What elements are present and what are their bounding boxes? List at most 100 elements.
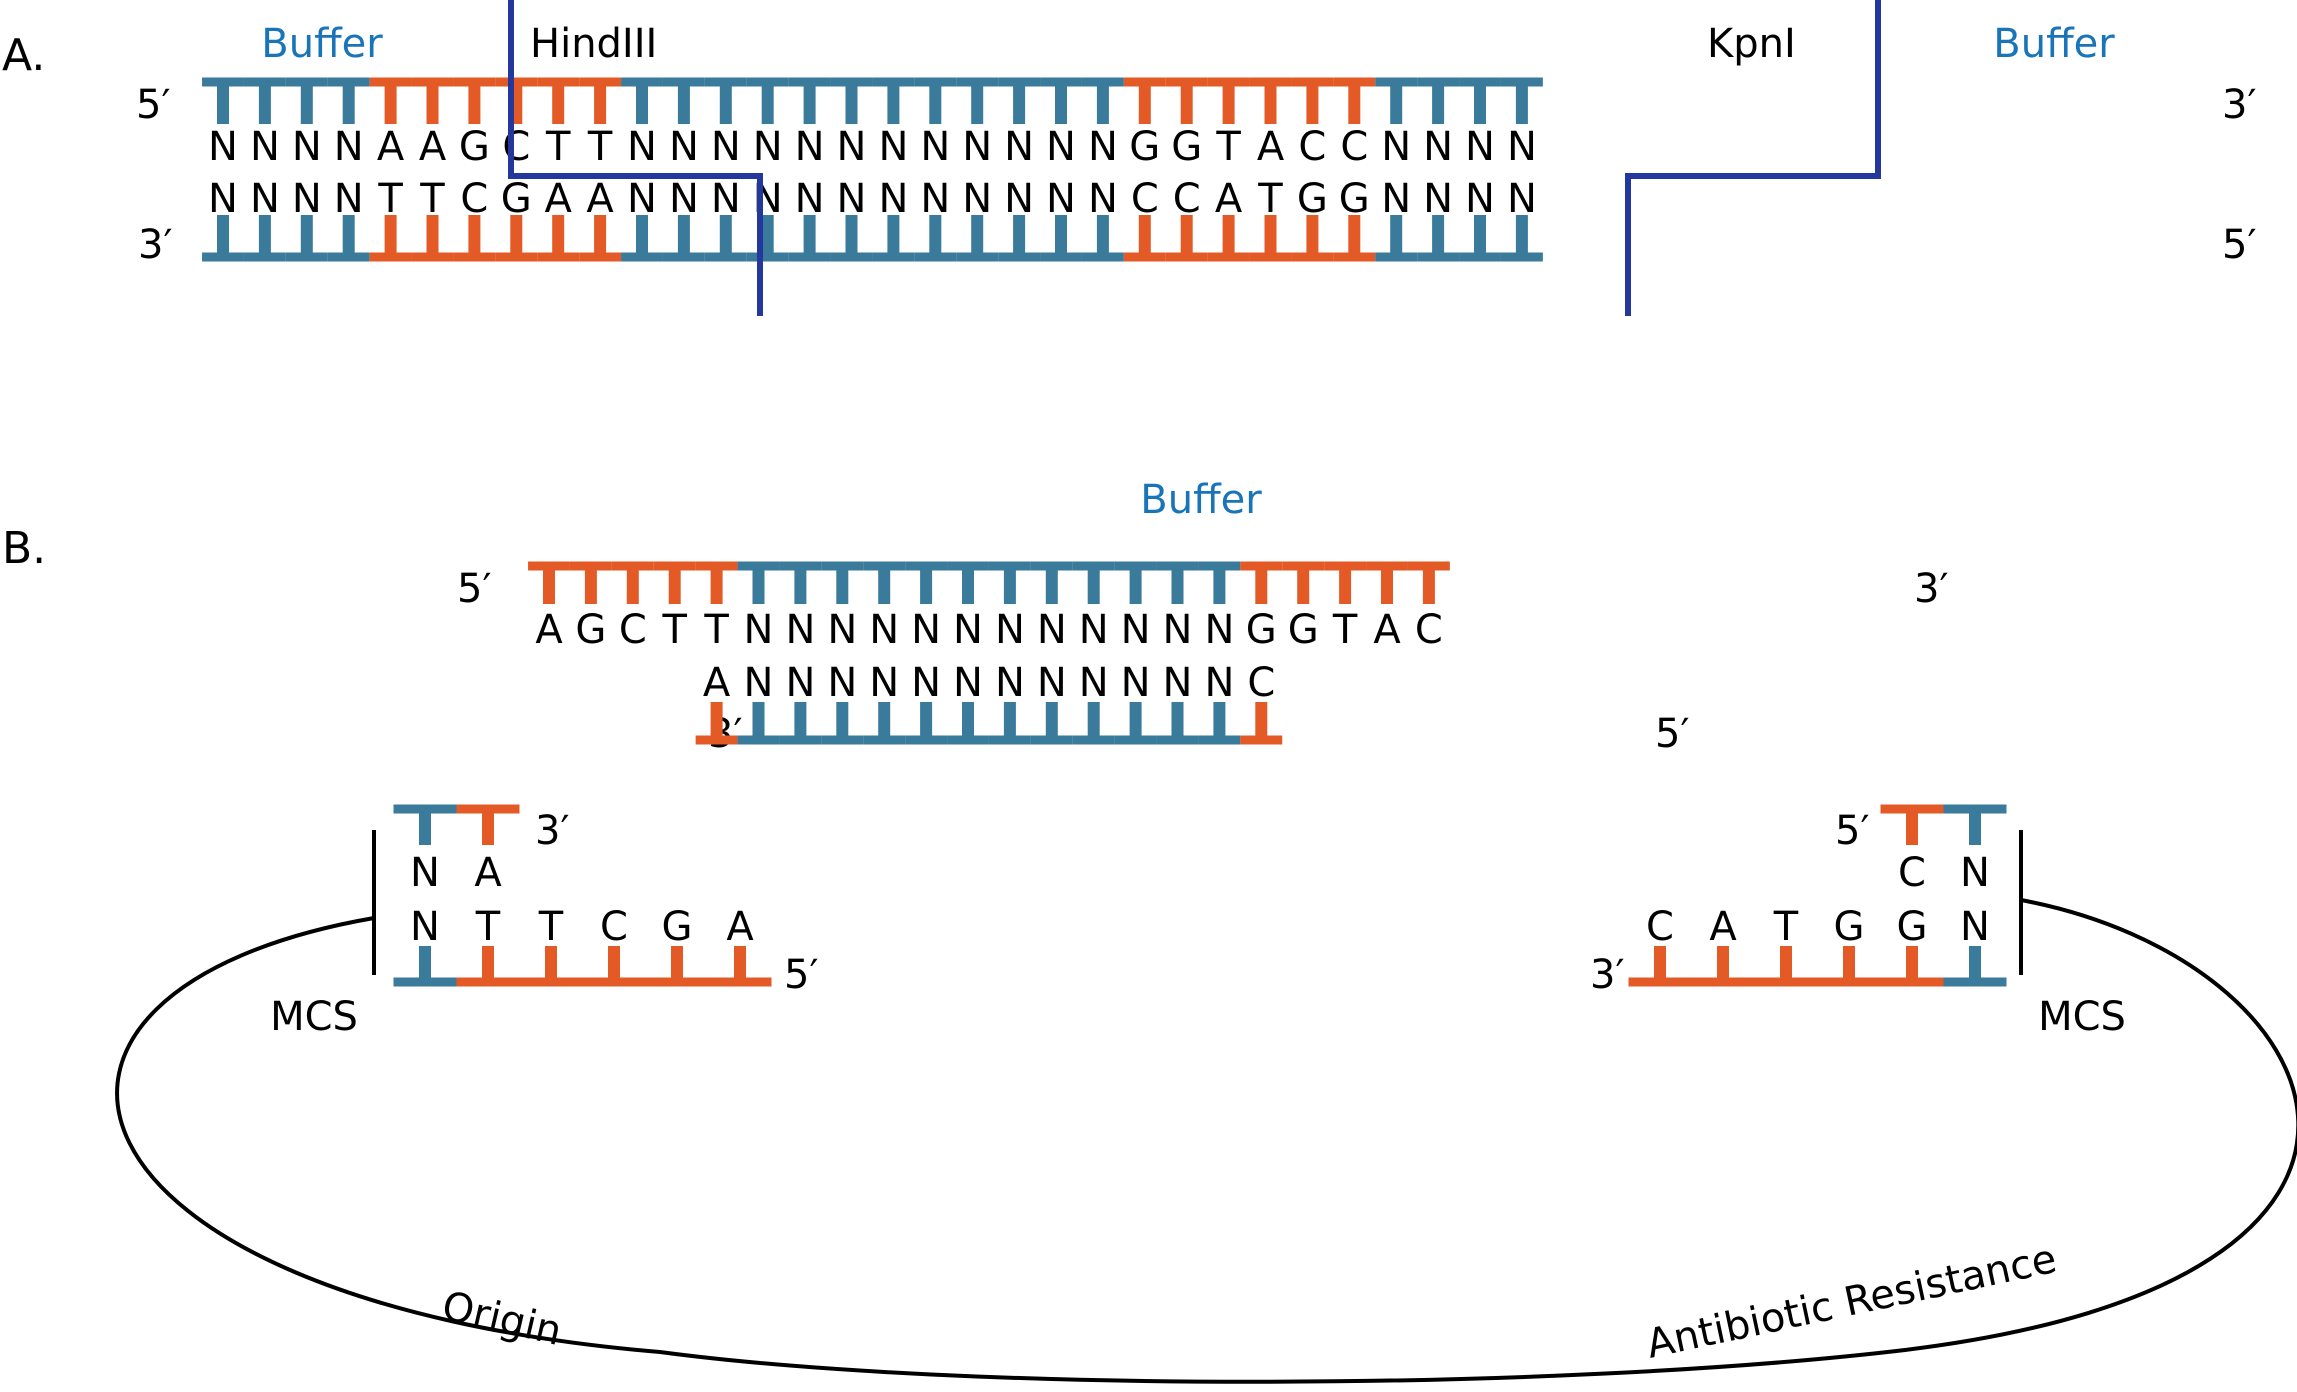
insert-top-3prime: 3′	[1914, 566, 1949, 612]
a-bottom-base-4: T	[377, 176, 403, 222]
insert-top-base-3: T	[661, 607, 687, 653]
insert-bottom-base-10: N	[1121, 660, 1151, 706]
a-top-base-27: C	[1340, 124, 1368, 170]
a-top-base-17: N	[920, 124, 950, 170]
a-top-base-12: N	[711, 124, 741, 170]
a-top-base-8: T	[545, 124, 571, 170]
insert-bottom-base-4: N	[869, 660, 899, 706]
vector-right-bottom-base-3: G	[1834, 904, 1865, 950]
insert-top-base-21: C	[1415, 607, 1443, 653]
insert-top-base-8: N	[869, 607, 899, 653]
insert-bottom-base-12: N	[1204, 660, 1234, 706]
a-top-base-16: N	[878, 124, 908, 170]
kpni-enzyme-label: KpnI	[1707, 21, 1796, 67]
insert-top-base-18: G	[1288, 607, 1319, 653]
a-top-base-23: G	[1171, 124, 1202, 170]
panel-a-bottom-3prime: 3′	[138, 222, 173, 268]
a-top-base-1: N	[250, 124, 280, 170]
plasmid-backbone	[115, 898, 2297, 1384]
vector-right-bottom-base-4: G	[1897, 904, 1928, 950]
insert-bottom-base-8: N	[1037, 660, 1067, 706]
a-bottom-base-25: T	[1257, 176, 1283, 222]
a-bottom-base-0: N	[208, 176, 238, 222]
a-top-base-2: N	[292, 124, 322, 170]
panel-a-bottom-5prime: 5′	[2222, 222, 2257, 268]
a-bottom-base-14: N	[795, 176, 825, 222]
panel-b-buffer-label: Buffer	[1140, 477, 1262, 523]
a-top-base-4: A	[377, 124, 405, 170]
a-bottom-base-6: C	[460, 176, 488, 222]
insert-top-base-1: G	[575, 607, 606, 653]
a-bottom-base-17: N	[920, 176, 950, 222]
a-bottom-base-9: A	[586, 176, 614, 222]
insert-top-base-14: N	[1121, 607, 1151, 653]
a-bottom-base-7: G	[501, 176, 532, 222]
a-top-base-13: N	[753, 124, 783, 170]
insert-top-base-19: T	[1332, 607, 1358, 653]
vector-left-5prime: 5′	[784, 952, 819, 998]
a-bottom-base-1: N	[250, 176, 280, 222]
insert-top-base-6: N	[785, 607, 815, 653]
a-top-base-22: G	[1129, 124, 1160, 170]
a-bottom-base-18: N	[962, 176, 992, 222]
a-top-base-28: N	[1381, 124, 1411, 170]
panel-b-label: B.	[2, 523, 46, 574]
a-bottom-base-28: N	[1381, 176, 1411, 222]
a-bottom-base-22: C	[1131, 176, 1159, 222]
a-bottom-base-10: N	[627, 176, 657, 222]
insert-top-base-20: A	[1373, 607, 1401, 653]
insert-top-base-11: N	[995, 607, 1025, 653]
a-bottom-base-12: N	[711, 176, 741, 222]
insert-top-base-16: N	[1204, 607, 1234, 653]
hindiii-cut-line	[508, 0, 763, 316]
a-top-base-5: A	[419, 124, 447, 170]
vector-right-top-base-0: C	[1898, 850, 1926, 896]
a-bottom-base-8: A	[545, 176, 573, 222]
a-top-base-3: N	[334, 124, 364, 170]
a-top-base-18: N	[962, 124, 992, 170]
insert-top-base-0: A	[535, 607, 563, 653]
a-top-base-19: N	[1004, 124, 1034, 170]
a-top-base-11: N	[669, 124, 699, 170]
panel-a-left-buffer-label: Buffer	[261, 21, 383, 67]
a-bottom-base-5: T	[419, 176, 445, 222]
insert-bottom-base-9: N	[1079, 660, 1109, 706]
a-bottom-base-2: N	[292, 176, 322, 222]
vector-left-bottom-base-4: G	[662, 904, 693, 950]
insert-bottom-base-1: N	[744, 660, 774, 706]
a-top-base-26: C	[1298, 124, 1326, 170]
a-bottom-base-30: N	[1465, 176, 1495, 222]
a-top-base-6: G	[459, 124, 490, 170]
panel-a-top-5prime: 5′	[136, 82, 171, 128]
vector-left-bottom-base-0: N	[410, 904, 440, 950]
a-top-base-0: N	[208, 124, 238, 170]
right-mcs-label: MCS	[2038, 994, 2126, 1040]
insert-top-base-17: G	[1246, 607, 1277, 653]
a-bottom-base-26: G	[1297, 176, 1328, 222]
insert-bottom-base-3: N	[827, 660, 857, 706]
insert-top-5prime: 5′	[457, 566, 492, 612]
a-top-base-15: N	[837, 124, 867, 170]
panel-a-label: A.	[2, 30, 45, 81]
vector-right-3prime: 3′	[1590, 952, 1625, 998]
left-mcs-label: MCS	[270, 994, 358, 1040]
a-bottom-base-19: N	[1004, 176, 1034, 222]
insert-top-base-9: N	[911, 607, 941, 653]
vector-left-top-base-1: A	[474, 850, 502, 896]
a-bottom-base-29: N	[1423, 176, 1453, 222]
vector-left-bottom-base-1: T	[475, 904, 501, 950]
insert-bottom-base-2: N	[785, 660, 815, 706]
a-bottom-base-15: N	[837, 176, 867, 222]
insert-top-base-12: N	[1037, 607, 1067, 653]
insert-bottom-base-0: A	[703, 660, 731, 706]
insert-top-base-5: N	[744, 607, 774, 653]
a-top-base-31: N	[1507, 124, 1537, 170]
insert-top-base-7: N	[827, 607, 857, 653]
a-bottom-base-24: A	[1215, 176, 1243, 222]
insert-top-base-10: N	[953, 607, 983, 653]
a-top-base-7: C	[502, 124, 530, 170]
panel-a-top-strand	[202, 77, 1543, 124]
